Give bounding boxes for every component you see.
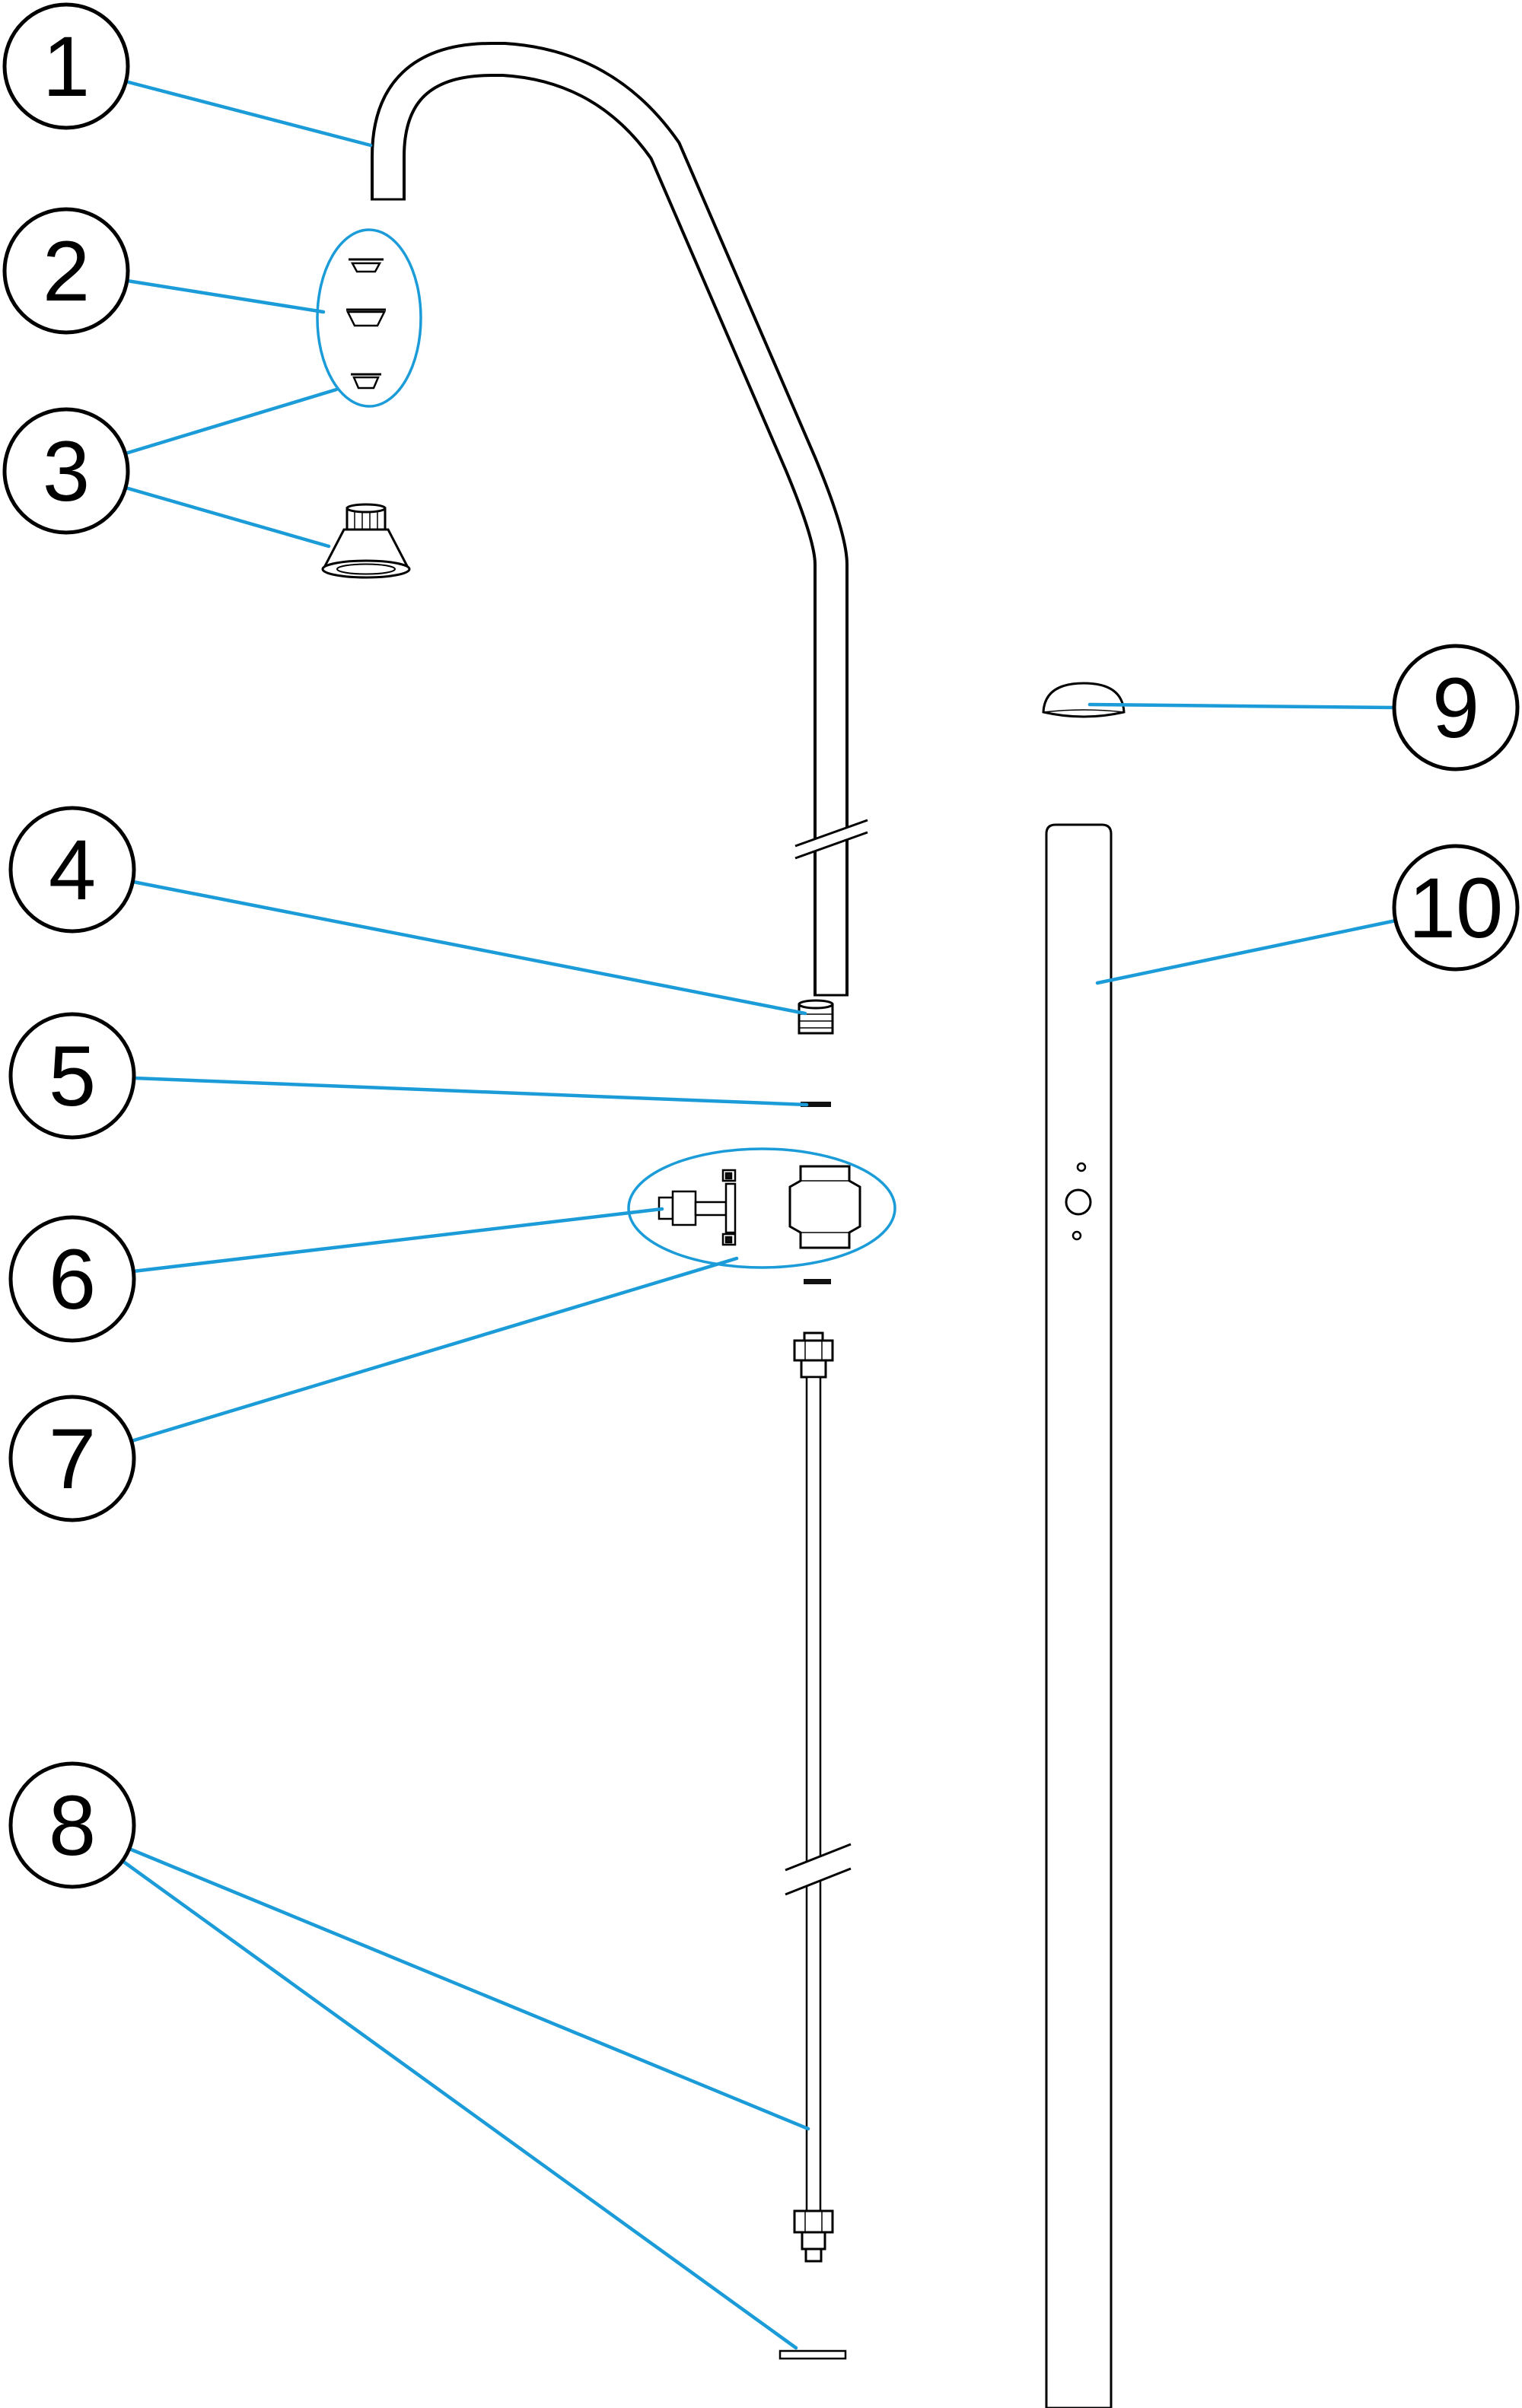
cartridge-head [671, 1190, 697, 1226]
pipe-inner [374, 45, 845, 995]
callout-6-circle [8, 1215, 136, 1343]
tube-bottom-nut [793, 2209, 834, 2234]
riser-tube [785, 1331, 852, 2263]
pipe-break-line-1 [794, 819, 868, 848]
shower-head-internals [345, 258, 387, 390]
leader-line-6 [131, 1207, 664, 1274]
leader-line-7 [129, 1256, 739, 1443]
leader-line-4 [131, 880, 807, 1016]
valve-cartridge [658, 1169, 737, 1246]
leader-line-9 [1087, 702, 1396, 710]
tube-top-collar-2 [800, 1359, 827, 1379]
leader-line-8a [127, 1847, 810, 2131]
tube-bottom-collar [801, 2231, 826, 2251]
internals-group-ellipse [316, 228, 422, 408]
lineart [321, 42, 1126, 2408]
callout-9-circle [1392, 644, 1520, 771]
callout-8-circle [8, 1761, 136, 1889]
callout-10-circle [1392, 844, 1520, 972]
callout-5-circle [8, 1012, 136, 1140]
callout-9: 9 [1392, 644, 1520, 771]
leader-line-2 [125, 278, 326, 314]
callout-1: 1 [2, 2, 130, 130]
gooseneck-pipe [371, 42, 868, 997]
tube-bottom-tip [804, 2247, 823, 2263]
callout-3: 3 [2, 407, 130, 535]
callout-2-circle [2, 207, 130, 335]
internal-part-bottom [352, 376, 380, 390]
cartridge-flange [724, 1182, 737, 1234]
tube-break-line-2 [785, 1867, 852, 1896]
callout-7: 7 [8, 1395, 136, 1522]
callout-4-circle [8, 806, 136, 934]
internal-part-mid [345, 310, 387, 327]
leader-line-1 [123, 79, 373, 148]
leader-line-10 [1095, 918, 1398, 985]
leader-line-8b [120, 1859, 798, 2350]
leader-line-5 [132, 1076, 809, 1107]
head-base [321, 559, 411, 579]
callout-1-circle [2, 2, 130, 130]
cap-rim [1043, 709, 1125, 713]
gasket-lower [804, 1279, 831, 1284]
callout-10: 10 [1392, 844, 1520, 972]
connector-fitting [798, 999, 834, 1035]
callout-7-circle [8, 1395, 136, 1522]
fitting-top [798, 999, 834, 1010]
cartridge-clip-bottom-dot [724, 1236, 733, 1244]
callout-1-label: 1 [43, 19, 90, 114]
shower-head [321, 503, 411, 579]
shower-column [1045, 823, 1113, 2408]
callout-10-label: 10 [1409, 860, 1504, 956]
tube-break-gap [785, 1844, 851, 1894]
pipe-break-gap [795, 820, 868, 858]
valve-body-outline [788, 1165, 861, 1249]
head-base-inner [336, 563, 396, 575]
gasket-upper [801, 1102, 831, 1107]
cartridge-clip-top-dot [724, 1172, 733, 1180]
pipe-break-line-2 [794, 831, 868, 860]
callout-3-label: 3 [43, 424, 90, 519]
base-plate [779, 2349, 847, 2360]
callout-4: 4 [8, 806, 136, 934]
column-body [1045, 823, 1113, 2408]
callout-6: 6 [8, 1215, 136, 1343]
callout-8: 8 [8, 1761, 136, 1889]
callout-5: 5 [8, 1012, 136, 1140]
head-nut-top [345, 503, 387, 514]
callout-3-circle [2, 407, 130, 535]
valve-body [788, 1165, 861, 1249]
callout-5-label: 5 [49, 1029, 96, 1124]
valve-group-ellipse [627, 1147, 896, 1269]
pipe-outline [371, 42, 849, 995]
callout-4-label: 4 [49, 822, 96, 918]
cap-dome [1042, 682, 1126, 718]
callout-6-label: 6 [49, 1232, 96, 1327]
tube-top-nut [793, 1339, 834, 1362]
leader-line-3b [123, 485, 331, 549]
callout-2-label: 2 [43, 224, 90, 319]
internal-part-top [350, 262, 382, 273]
tube-shaft [805, 1376, 822, 2212]
callouts: 1 2 3 4 5 6 7 8 [2, 2, 1520, 1889]
column-cap [1042, 682, 1126, 718]
callout-9-label: 9 [1432, 660, 1479, 755]
tube-break-line-1 [785, 1843, 852, 1872]
leader-line-3a [123, 387, 339, 456]
callout-2: 2 [2, 207, 130, 335]
leader-lines [120, 79, 1398, 2350]
callout-8-label: 8 [49, 1778, 96, 1873]
column-hole-small-bottom [1071, 1230, 1082, 1241]
column-hole-large [1065, 1188, 1092, 1216]
column-hole-small-top [1076, 1162, 1087, 1172]
callout-7-label: 7 [49, 1411, 96, 1506]
cartridge-shaft [694, 1201, 728, 1217]
